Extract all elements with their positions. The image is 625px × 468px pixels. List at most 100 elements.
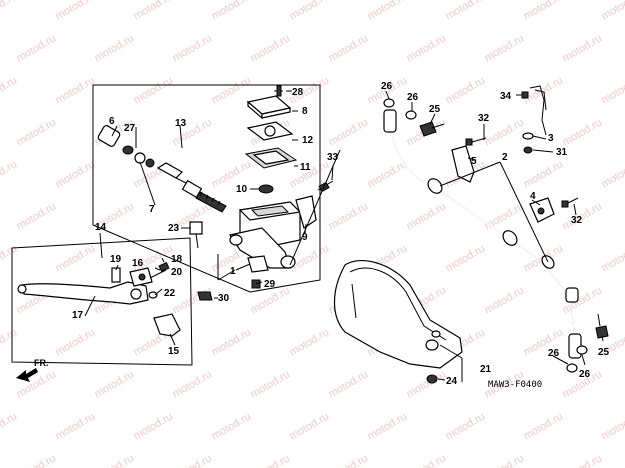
watermark-text: motod.ru [249,452,293,468]
watermark-text: motod.ru [0,410,19,442]
watermark-text: motod.ru [327,200,371,232]
switch-bracket [247,255,269,273]
callout-23: 23 [168,223,180,234]
callout-15: 15 [168,346,180,357]
callout-17: 17 [72,310,84,321]
master-cylinder-group-box [92,84,321,293]
callout-26: 26 [381,81,393,92]
watermark-text: motod.ru [132,410,176,442]
front-arrow-icon [16,368,38,382]
watermark-text: motod.ru [171,368,215,400]
watermark-text: motod.ru [288,410,332,442]
callout-25: 25 [429,104,441,115]
watermark-text: motod.ru [171,284,215,316]
callout-10: 10 [236,184,248,195]
watermark-text: motod.ru [54,242,98,274]
callout-8: 8 [302,106,308,117]
callout-5: 5 [471,156,477,167]
watermark-text: motod.ru [522,410,566,442]
hose-brackets [451,137,579,223]
master-cylinder-clamp [295,195,317,229]
callout-32: 32 [571,215,583,226]
watermark-text: motod.ru [210,410,254,442]
watermark-text: motod.ru [54,326,98,358]
watermark-text: motod.ru [210,326,254,358]
watermark-text: motod.ru [600,242,625,274]
watermark-text: motod.ru [93,452,137,468]
watermark-text: motod.ru [327,452,371,468]
watermark-text: motod.ru [54,74,98,106]
callout-24: 24 [446,376,458,387]
lever-switch [153,313,181,337]
hose-fittings [383,98,609,373]
watermark-text: motod.ru [171,452,215,468]
watermark-text: motod.ru [561,32,605,64]
watermark-text: motod.ru [405,452,449,468]
watermark-text: motod.ru [522,158,566,190]
callout-3: 3 [548,133,554,144]
watermark-text: motod.ru [0,158,19,190]
callout-9: 9 [302,232,308,243]
callout-4: 4 [530,191,536,202]
watermark-text: motod.ru [132,0,176,23]
callout-33: 33 [327,152,339,163]
watermark-text: motod.ru [132,74,176,106]
callout-29: 29 [264,279,276,290]
watermark-text: motod.ru [522,0,566,23]
callout-2: 2 [502,152,508,163]
watermark-text: motod.ru [366,0,410,23]
watermark-text: motod.ru [483,200,527,232]
watermark-text: motod.ru [15,452,59,468]
brake-hose [383,109,582,359]
watermark-text: motod.ru [522,74,566,106]
watermark-text: motod.ru [15,116,59,148]
callout-18: 18 [171,254,183,265]
watermark-text: motod.ru [600,0,625,23]
callout-28: 28 [292,87,304,98]
callout-31: 31 [556,147,568,158]
watermark-text: motod.ru [483,284,527,316]
watermark-text: motod.ru [483,32,527,64]
watermark-text: motod.ru [561,116,605,148]
watermark-text: motod.ru [600,410,625,442]
watermark-text: motod.ru [444,242,488,274]
watermark-text: motod.ru [444,0,488,23]
watermark-text: motod.ru [54,410,98,442]
watermark-text: motod.ru [288,326,332,358]
callout-12: 12 [302,135,314,146]
diagram-code: MAW3-F0400 [488,380,542,390]
leader-lines [84,90,604,382]
watermark-text: motod.ru [54,0,98,23]
watermark-text: motod.ru [405,368,449,400]
callout-11: 11 [300,162,311,173]
callout-21: 21 [480,364,492,375]
callout-30: 30 [218,293,230,304]
watermark-text: motod.ru [444,74,488,106]
watermark-text: motod.ru [93,32,137,64]
callout-13: 13 [175,118,187,129]
callout-34: 34 [500,91,512,102]
reservoir-cap-assembly [244,85,298,194]
piston-assembly [97,125,227,213]
brake-lever [17,281,149,305]
watermark-text: motod.ru [15,200,59,232]
callout-labels: 1234567891011121314151617181920212223242… [72,81,610,387]
callout-26: 26 [407,92,419,103]
watermark-text: motod.ru [405,32,449,64]
hand-guard [333,260,463,384]
watermark-text: motod.ru [171,32,215,64]
watermark-text: motod.ru [54,158,98,190]
watermark-text: motod.ru [405,200,449,232]
lever-group-box [11,237,193,366]
callout-16: 16 [132,258,144,269]
watermark-text: motod.ru [0,326,19,358]
callout-19: 19 [110,254,122,265]
callout-20: 20 [171,267,183,278]
watermark-text: motod.ru [483,452,527,468]
float-ring [258,184,274,194]
watermark-text: motod.ru [444,410,488,442]
callout-32: 32 [478,113,490,124]
watermark-text: motod.ru [210,74,254,106]
